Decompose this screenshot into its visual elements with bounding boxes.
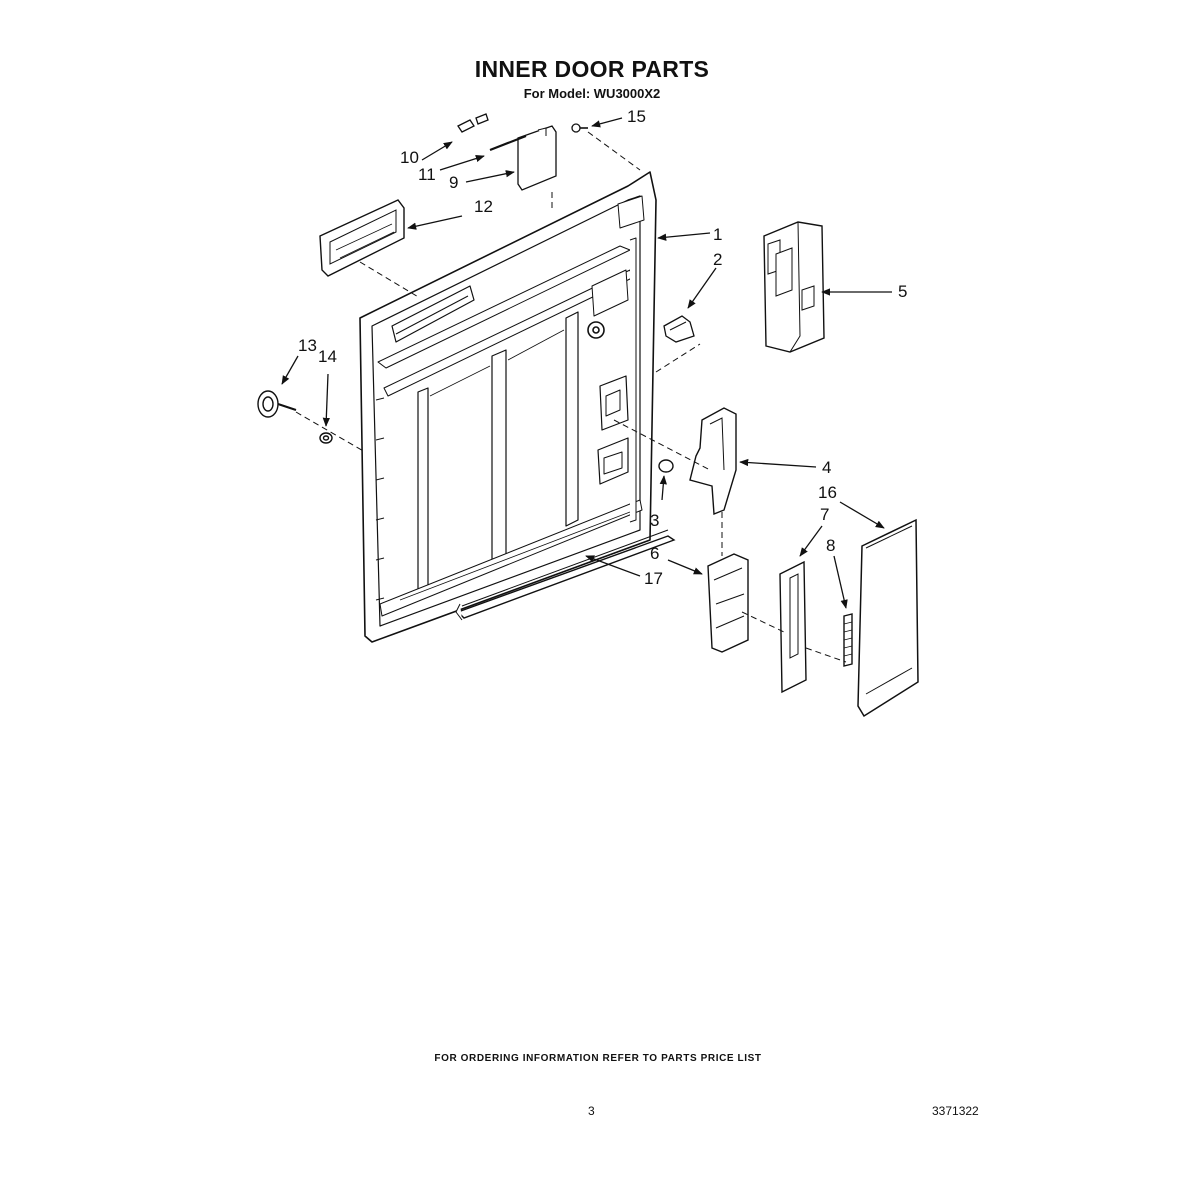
callout-9: 9 bbox=[449, 173, 458, 192]
strike-and-spring bbox=[779, 560, 853, 694]
assembly-lines bbox=[295, 131, 847, 663]
callout-5: 5 bbox=[898, 282, 907, 301]
callout-2: 2 bbox=[713, 250, 722, 269]
callout-17: 17 bbox=[644, 569, 663, 588]
callout-6: 6 bbox=[650, 544, 659, 563]
callout-14: 14 bbox=[318, 347, 337, 366]
callout-8: 8 bbox=[826, 536, 835, 555]
side-cover bbox=[857, 518, 919, 718]
callout-numbers: 1 2 3 4 5 6 7 8 9 10 11 12 13 14 15 16 1… bbox=[298, 107, 907, 588]
latch-clip bbox=[663, 315, 695, 343]
handle-bracket bbox=[319, 199, 405, 277]
model-subtitle: For Model: WU3000X2 bbox=[523, 86, 661, 101]
inner-door-panel bbox=[359, 171, 657, 643]
callout-12: 12 bbox=[474, 197, 493, 216]
knob-and-washer bbox=[257, 390, 333, 444]
latch-mechanism bbox=[658, 407, 749, 653]
document-number: 3371322 bbox=[932, 1104, 979, 1118]
bottom-trim-strip bbox=[455, 529, 676, 621]
page-number: 3 bbox=[588, 1104, 595, 1118]
callout-3: 3 bbox=[650, 511, 659, 530]
callout-7: 7 bbox=[820, 505, 829, 524]
callout-10: 10 bbox=[400, 148, 419, 167]
callout-15: 15 bbox=[627, 107, 646, 126]
ordering-note: FOR ORDERING INFORMATION REFER TO PARTS … bbox=[434, 1053, 762, 1064]
latch-assembly bbox=[763, 221, 825, 353]
callout-16: 16 bbox=[818, 483, 837, 502]
leader-arrows bbox=[281, 117, 892, 609]
callout-4: 4 bbox=[822, 458, 831, 477]
callout-11: 11 bbox=[418, 165, 436, 184]
callout-1: 1 bbox=[713, 225, 722, 244]
callout-13: 13 bbox=[298, 336, 317, 355]
page-title: INNER DOOR PARTS bbox=[474, 56, 710, 82]
small-parts-top bbox=[457, 113, 588, 191]
